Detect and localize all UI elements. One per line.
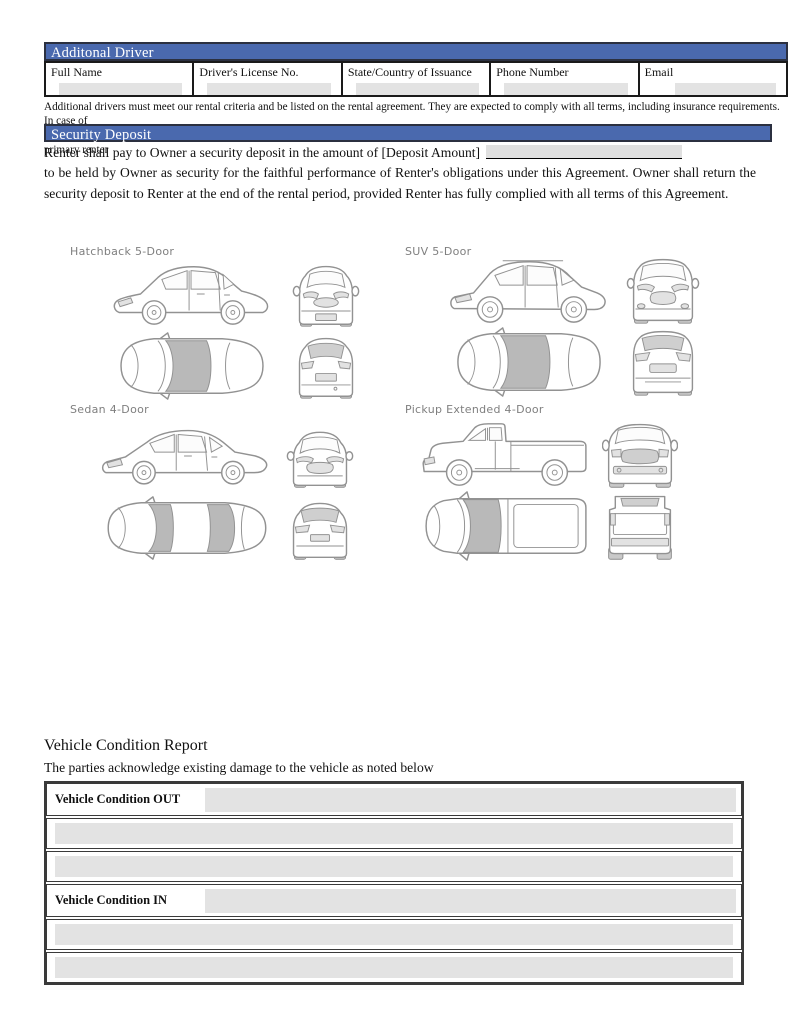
pickup-label: Pickup Extended 4-Door — [405, 403, 544, 416]
hatchback-front-view — [292, 265, 360, 327]
hatchback-label: Hatchback 5-Door — [70, 245, 175, 258]
email-label: Email — [644, 65, 674, 79]
pickup-diagram-group — [420, 418, 680, 562]
condition-in-row: Vehicle Condition IN — [46, 884, 742, 917]
full-name-cell: Full Name — [46, 63, 195, 95]
condition-report-table: Vehicle Condition OUT Vehicle Condition … — [44, 781, 744, 985]
license-no-label: Driver's License No. — [199, 65, 299, 79]
phone-cell: Phone Number — [491, 63, 640, 95]
condition-in-field[interactable] — [205, 888, 736, 913]
suv-label: SUV 5-Door — [405, 245, 472, 258]
pickup-top-view — [425, 491, 587, 561]
security-deposit-paragraph: Renter shall pay to Owner a security dep… — [44, 143, 756, 204]
condition-out-field[interactable] — [205, 787, 736, 812]
condition-out-extra-field-2[interactable] — [55, 856, 733, 877]
pickup-front-view — [602, 423, 678, 488]
suv-top-view — [457, 327, 601, 397]
condition-in-extra-row-2 — [46, 952, 742, 983]
full-name-label: Full Name — [51, 65, 102, 79]
license-no-cell: Driver's License No. — [194, 63, 343, 95]
full-name-input[interactable] — [59, 83, 183, 95]
pickup-rear-view — [608, 495, 672, 560]
condition-out-row: Vehicle Condition OUT — [46, 783, 742, 816]
issuance-label: State/Country of Issuance — [347, 65, 472, 79]
suv-side-view — [450, 260, 606, 323]
issuance-input[interactable] — [355, 83, 480, 95]
email-cell: Email — [640, 63, 786, 95]
condition-report-title: Vehicle Condition Report — [44, 737, 208, 754]
deposit-sentence-start: Renter shall pay to Owner a security dep… — [44, 145, 481, 160]
security-deposit-header-label: Security Deposit — [51, 127, 152, 143]
deposit-amount-field[interactable] — [486, 145, 683, 159]
sedan-side-view — [101, 429, 268, 485]
condition-in-extra-field-2[interactable] — [55, 957, 733, 978]
condition-report-subtitle: The parties acknowledge existing damage … — [44, 760, 434, 775]
hatchback-side-view — [113, 266, 269, 325]
issuance-cell: State/Country of Issuance — [343, 63, 492, 95]
phone-label: Phone Number — [496, 65, 569, 79]
phone-input[interactable] — [504, 83, 628, 95]
sedan-label: Sedan 4-Door — [70, 403, 149, 416]
license-no-input[interactable] — [207, 83, 331, 95]
condition-in-extra-field-1[interactable] — [55, 924, 733, 945]
sedan-rear-view — [292, 502, 348, 560]
hatchback-top-view — [120, 332, 264, 400]
condition-out-extra-row-2 — [46, 851, 742, 882]
suv-front-view — [626, 258, 700, 324]
suv-rear-view — [632, 330, 694, 396]
sedan-front-view — [286, 431, 354, 488]
condition-out-extra-field-1[interactable] — [55, 823, 733, 844]
deposit-sentence-rest: to be held by Owner as security for the … — [44, 165, 756, 201]
sedan-diagram-group — [100, 420, 360, 564]
hatchback-rear-view — [298, 337, 354, 399]
additional-driver-table: Full Name Driver's License No. State/Cou… — [44, 61, 788, 97]
sedan-top-view — [107, 496, 267, 560]
security-deposit-section-header: Security Deposit — [44, 124, 772, 142]
email-input[interactable] — [674, 83, 777, 95]
deposit-sentence-start-line: Renter shall pay to Owner a security dep… — [44, 143, 756, 163]
pickup-side-view — [422, 423, 587, 486]
additional-driver-section-header: Additonal Driver — [44, 42, 788, 61]
additional-driver-header-label: Additonal Driver — [51, 45, 154, 61]
suv-diagram-group — [443, 254, 703, 398]
condition-out-extra-row-1 — [46, 818, 742, 849]
condition-in-label: Vehicle Condition IN — [55, 893, 168, 907]
condition-out-label: Vehicle Condition OUT — [55, 792, 181, 806]
condition-in-extra-row-1 — [46, 919, 742, 950]
hatchback-diagram-group — [106, 258, 366, 402]
